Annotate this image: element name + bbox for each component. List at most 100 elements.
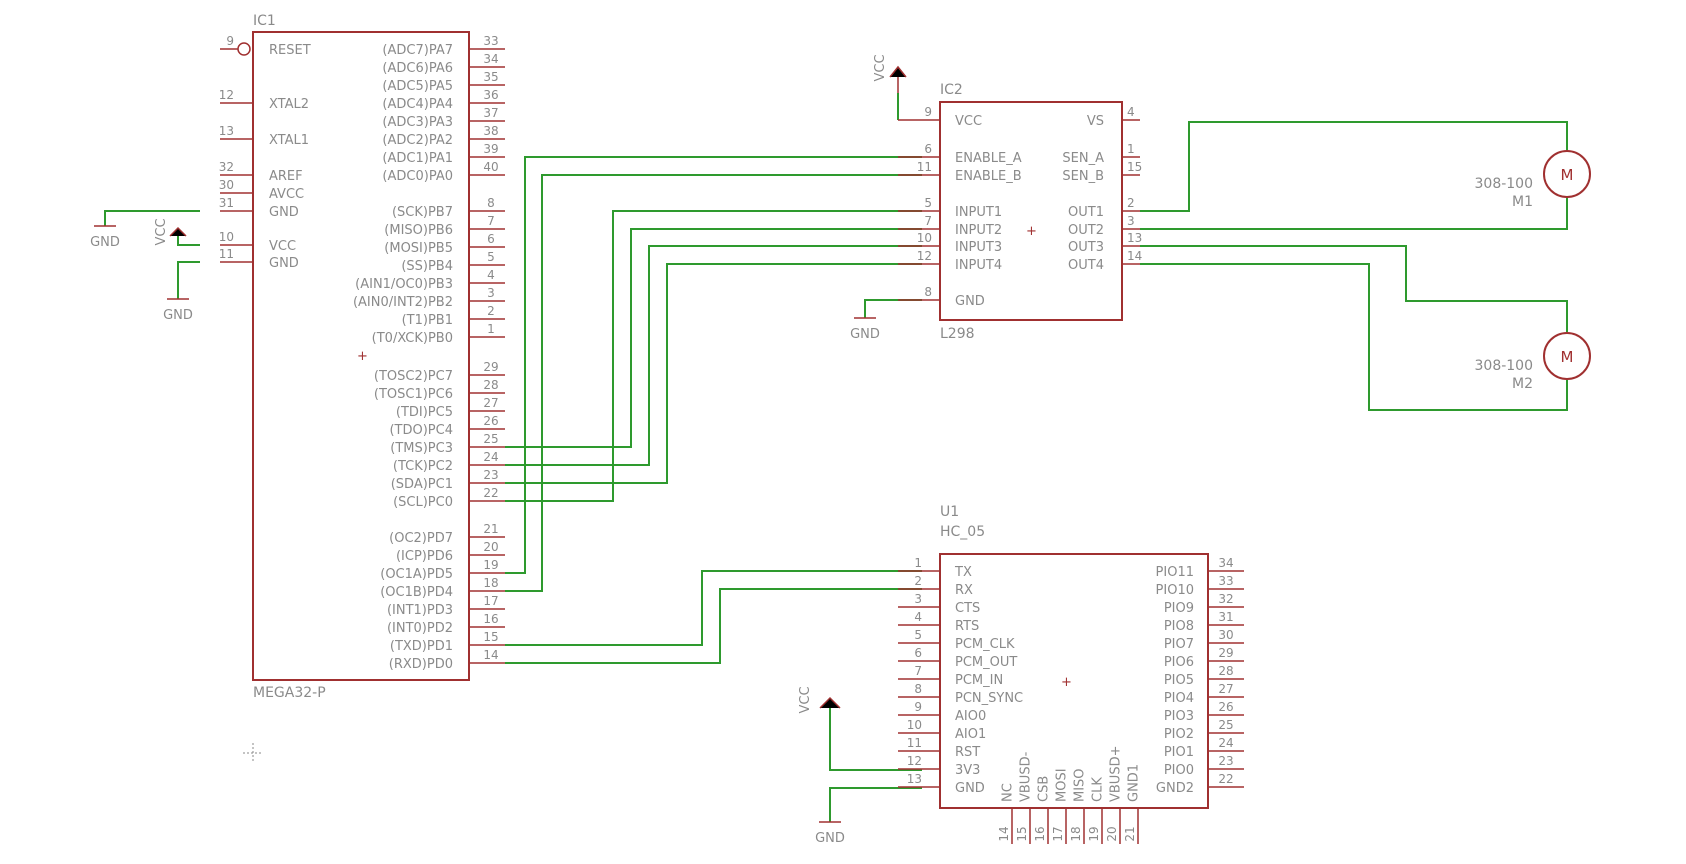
motor-m1-glyph: M <box>1561 166 1574 184</box>
u1-pin-number: 33 <box>1218 574 1233 588</box>
ic1-mega32[interactable]: IC1 MEGA32-P + 9RESET12XTAL213XTAL132ARE… <box>219 13 505 701</box>
ic2-origin-cross: + <box>1026 224 1037 239</box>
motor-m2[interactable]: M 308-100 M2 <box>1475 332 1591 392</box>
ic1-pin-name: VCC <box>269 239 296 254</box>
u1-pin-name: PCM_CLK <box>955 637 1015 652</box>
u1-pin-name: RX <box>955 583 973 598</box>
wire-ic1-gnd-11 <box>177 261 200 299</box>
u1-pin-number: 6 <box>914 646 922 660</box>
ic1-pin-number: 12 <box>219 88 234 102</box>
u1-pin-name: CLK <box>1091 777 1106 802</box>
ic1-pin-name: GND <box>269 205 299 220</box>
ic2-pin-number: 9 <box>924 105 932 119</box>
ic2-pin-number: 6 <box>924 142 932 156</box>
u1-pin-number: 9 <box>914 700 922 714</box>
ic1-pin-name: (TCK)PC2 <box>393 459 453 474</box>
ic1-pin-name: (OC1A)PD5 <box>380 567 453 582</box>
u1-pin-name: PIO4 <box>1164 691 1194 706</box>
ic1-left-pins: 9RESET12XTAL213XTAL132AREF30AVCC31GND10V… <box>219 34 311 271</box>
ic1-origin-cross: + <box>357 349 368 364</box>
ic1-pin-name: RESET <box>269 43 311 58</box>
gnd-symbol-2[interactable]: GND <box>163 298 193 323</box>
ic1-pin-name: (RXD)PD0 <box>389 657 453 672</box>
ic1-pin-number: 16 <box>483 612 498 626</box>
u1-pin-number: 18 <box>1069 826 1083 841</box>
u1-pin-name: PIO9 <box>1164 601 1194 616</box>
motor-m2-glyph: M <box>1561 348 1574 366</box>
ic2-pin-name: VS <box>1087 114 1104 129</box>
u1-pin-number: 29 <box>1218 646 1233 660</box>
wire-enable-a <box>505 156 922 574</box>
gnd-symbol-1[interactable]: GND <box>90 225 120 250</box>
ic1-pin-number: 21 <box>483 522 498 536</box>
power-symbols: GND VCC GND VCC GND VCC <box>90 54 907 846</box>
gnd-symbol-4[interactable]: GND <box>815 821 845 846</box>
ic2-pin-number: 5 <box>924 196 932 210</box>
u1-pin-name: PCM_OUT <box>955 655 1017 670</box>
u1-pin-number: 20 <box>1105 826 1119 841</box>
vcc-symbol-2[interactable]: VCC <box>873 54 907 93</box>
u1-pin-number: 7 <box>914 664 922 678</box>
vcc-label-1: VCC <box>154 218 169 245</box>
gnd-label-1: GND <box>90 235 120 250</box>
ic1-pin-name: (INT1)PD3 <box>387 603 453 618</box>
ic1-pin-name: (T1)PB1 <box>402 313 453 328</box>
wire-input2 <box>505 228 922 448</box>
ic1-pin-name: (TOSC1)PC6 <box>374 387 453 402</box>
ic1-pin-number: 7 <box>487 214 495 228</box>
wire-u1-gnd <box>829 787 922 822</box>
wire-txd-rx <box>505 570 922 646</box>
u1-pin-name: PCN_SYNC <box>955 691 1023 706</box>
ic1-pin-number: 1 <box>487 322 495 336</box>
ic2-pin-number: 7 <box>924 214 932 228</box>
ic2-pin-name: ENABLE_A <box>955 151 1022 166</box>
wire-u1-3v3 <box>829 700 922 771</box>
ic2-pin-number: 15 <box>1127 160 1142 174</box>
ic2-pin-number: 13 <box>1127 231 1142 245</box>
u1-hc05[interactable]: U1 HC_05 + 1TX2RX3CTS4RTS5PCM_CLK6PCM_OU… <box>898 504 1244 844</box>
u1-pin-number: 24 <box>1218 736 1233 750</box>
u1-pin-number: 3 <box>914 592 922 606</box>
u1-pin-name: GND <box>955 781 985 796</box>
u1-right-pins: 34PIO1133PIO1032PIO931PIO830PIO729PIO628… <box>1156 556 1244 796</box>
ic2-pin-number: 8 <box>924 285 932 299</box>
ic1-pin-name: (ADC4)PA4 <box>382 97 453 112</box>
u1-pin-name: VBUSD+ <box>1109 746 1124 802</box>
u1-pin-number: 19 <box>1087 826 1101 841</box>
ic1-pin-number: 15 <box>483 630 498 644</box>
ic1-pin-name: AVCC <box>269 187 304 202</box>
ic1-pin-number: 38 <box>483 124 498 138</box>
ic1-pin-number: 10 <box>219 230 234 244</box>
u1-pin-number: 14 <box>997 826 1011 841</box>
ic2-pin-number: 11 <box>917 160 932 174</box>
u1-pin-number: 22 <box>1218 772 1233 786</box>
ic2-l298[interactable]: IC2 L298 + 9VCC6ENABLE_A11ENABLE_B5INPUT… <box>898 82 1142 342</box>
u1-pin-name: PIO6 <box>1164 655 1194 670</box>
u1-pin-name: TX <box>954 565 972 580</box>
ic2-left-pins: 9VCC6ENABLE_A11ENABLE_B5INPUT17INPUT210I… <box>898 105 1022 309</box>
ic1-pin-number: 6 <box>487 232 495 246</box>
vcc-symbol-1[interactable]: VCC <box>154 218 187 246</box>
ic1-pin-number: 33 <box>483 34 498 48</box>
vcc-symbol-3[interactable]: VCC <box>798 686 841 714</box>
ic2-pin-number: 4 <box>1127 105 1135 119</box>
ic2-pin-name: SEN_B <box>1062 169 1104 184</box>
u1-pin-number: 26 <box>1218 700 1233 714</box>
motor-m1[interactable]: M 308-100 M1 <box>1475 150 1591 210</box>
ic1-reset-inversion-bubble <box>237 42 251 56</box>
ic1-pin-number: 25 <box>483 432 498 446</box>
ic1-pin-number: 31 <box>219 196 234 210</box>
ic1-pin-name: (TOSC2)PC7 <box>374 369 453 384</box>
grid-origin-marker <box>243 743 263 763</box>
ic1-pin-number: 18 <box>483 576 498 590</box>
ic1-pin-name: (SDA)PC1 <box>391 477 453 492</box>
ic2-pin-number: 3 <box>1127 214 1135 228</box>
u1-bottom-pins: NC14VBUSD-15CSB16MOSI17MISO18CLK19VBUSD+… <box>997 746 1142 844</box>
u1-pin-name: PIO8 <box>1164 619 1194 634</box>
gnd-label-2: GND <box>163 308 193 323</box>
ic1-pin-number: 27 <box>483 396 498 410</box>
wire-enable-b <box>505 174 922 592</box>
ic1-pin-number: 37 <box>483 106 498 120</box>
gnd-symbol-3[interactable]: GND <box>850 317 880 342</box>
